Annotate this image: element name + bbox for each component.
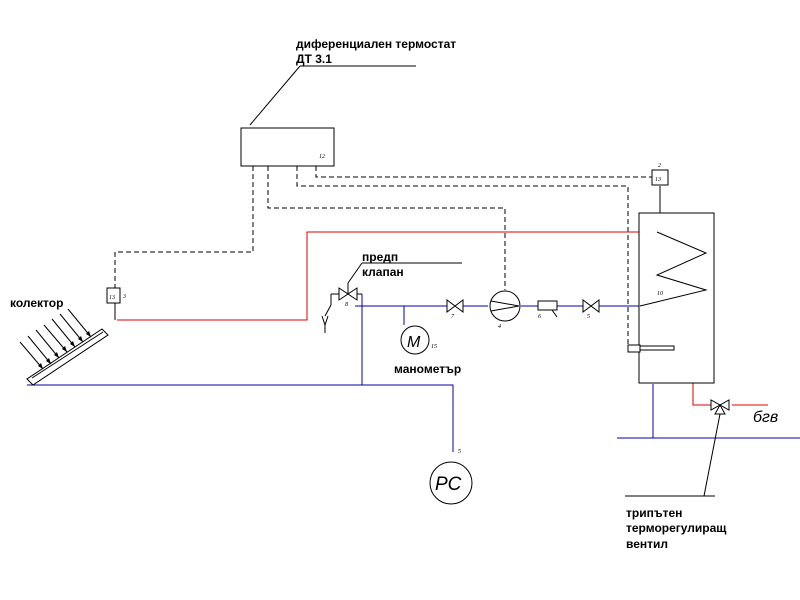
tank-hot-outlet-line: [692, 383, 715, 406]
valve-1-number: 7: [451, 314, 455, 320]
collector-label: колектор: [10, 296, 63, 310]
three-way-valve-leader-line: [703, 413, 721, 497]
safety-valve: [321, 283, 362, 333]
three-way-valve-label-line1: трипътен: [626, 506, 682, 520]
manometer-label: манометър: [394, 362, 461, 376]
collector-sensor-box: [106, 287, 121, 304]
manometer-symbol: M: [407, 334, 421, 351]
solar-collector: [19, 308, 109, 386]
collector-sensor-number: 3: [122, 294, 126, 300]
signal-line-pump: [267, 166, 506, 290]
manometer-number: 15: [431, 344, 437, 350]
filter-number: 6: [538, 314, 541, 320]
hot-water-label: бгв: [753, 409, 778, 426]
sun-ray-arrowheads: [38, 331, 91, 369]
tank-sensor-probe: [639, 345, 675, 351]
safety-valve-number: 8: [345, 302, 348, 308]
tank-sensor-socket: [627, 344, 641, 353]
shutoff-valve-2: [582, 299, 600, 313]
heat-exchanger-coil: [639, 231, 708, 307]
coil-number: 10: [657, 291, 663, 297]
signal-lines: [114, 166, 652, 348]
thermostat-label-line2: ДТ 3.1: [296, 52, 332, 66]
shutoff-valve-1: [446, 299, 464, 313]
safety-valve-label-line2: клапан: [362, 265, 404, 279]
expansion-vessel-symbol: PC: [435, 474, 462, 495]
signal-line-tank-sensor: [296, 166, 629, 348]
thermostat-number: 12: [319, 154, 325, 160]
tank-sensor-number: 2: [658, 163, 661, 169]
collector-sensor-box-number: 13: [109, 295, 115, 301]
three-way-valve: [710, 399, 730, 415]
expansion-vessel: [429, 461, 473, 505]
thermostat-label-line1: диференциален термостат: [296, 37, 456, 51]
three-way-valve-label-line3: вентил: [626, 537, 668, 551]
storage-tank: [627, 212, 715, 384]
collector-inner-line: [31, 331, 104, 379]
safety-valve-label-line1: предп: [362, 250, 398, 264]
cold-lines: [27, 294, 800, 452]
thermostat-leader-line: [249, 65, 301, 126]
sun-rays: [19, 308, 92, 370]
tank-sensor-box-number: 13: [655, 177, 661, 183]
signal-line-collector-sensor: [114, 166, 254, 288]
tank-sensor-box: [651, 169, 669, 186]
manometer: [400, 325, 430, 355]
expansion-vessel-number: 5: [458, 449, 461, 455]
hot-supply-line: [117, 231, 657, 321]
collector-panel: [26, 328, 109, 386]
valve-2-number: 5: [587, 314, 590, 320]
three-way-valve-label-line2: терморегулиращ: [626, 521, 727, 535]
pump-number: 4: [498, 323, 501, 330]
differential-thermostat: 12: [240, 127, 335, 167]
filter: [537, 300, 558, 318]
circulation-pump: [489, 290, 521, 322]
safety-valve-leader-line: [347, 262, 363, 284]
thermostat-box: [240, 127, 335, 167]
hot-lines: [117, 231, 768, 406]
signal-line-tank-top-sensor: [315, 166, 652, 178]
cold-return-line-to-expansion: [27, 384, 454, 452]
